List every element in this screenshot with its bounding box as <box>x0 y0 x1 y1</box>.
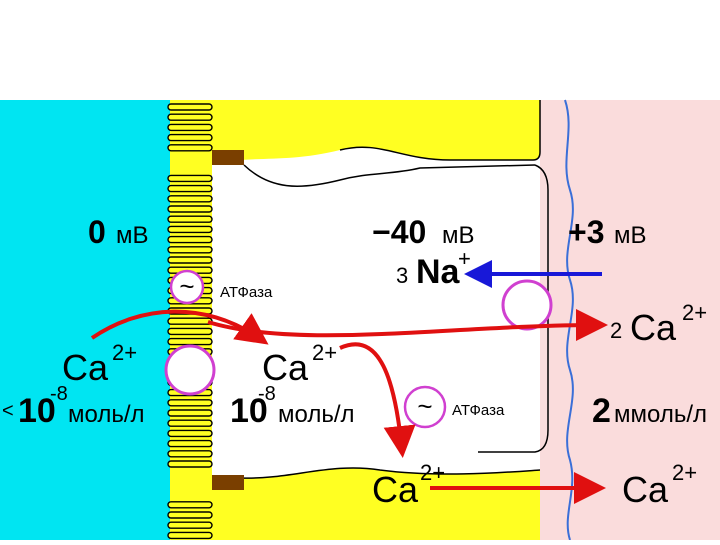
cell-potential-unit: мВ <box>442 222 475 249</box>
tight-junction-top <box>212 150 244 165</box>
microvillus <box>168 186 212 192</box>
microvillus <box>168 512 212 518</box>
apical-ca-channel <box>166 346 214 394</box>
cell-ca-charge: 2+ <box>312 340 337 365</box>
lumen-conc-prefix: < <box>2 400 14 422</box>
microvillus <box>168 247 212 253</box>
cell-conc-unit: моль/л <box>278 401 355 428</box>
microvillus <box>168 257 212 263</box>
microvillus <box>168 328 212 334</box>
lumen-region <box>0 100 170 540</box>
interstitium-ca-coefficient: 2 <box>610 318 622 343</box>
lumen-potential-value: 0 <box>88 214 106 250</box>
microvillus <box>168 451 212 457</box>
microvillus <box>168 216 212 222</box>
microvillus <box>168 430 212 436</box>
lumen-potential-unit: мВ <box>116 222 149 249</box>
cell-ca-ion: Ca <box>262 347 309 388</box>
lumen-ca-charge: 2+ <box>112 340 137 365</box>
basal-ca-charge: 2+ <box>420 460 445 485</box>
interstitium-ca-charge: 2+ <box>682 300 707 325</box>
tight-junction-bottom <box>212 475 244 490</box>
microvillus <box>168 410 212 416</box>
cell-conc-exp: -8 <box>258 383 276 405</box>
exit-ca-ion: Ca <box>622 469 669 510</box>
na-coefficient: 3 <box>396 263 408 288</box>
microvillus <box>168 237 212 243</box>
exit-ca-charge: 2+ <box>672 460 697 485</box>
cell-potential-value: −40 <box>372 214 426 250</box>
interstitium-potential-value: +3 <box>568 214 604 250</box>
microvillus <box>168 175 212 181</box>
apical-atp-tilde: ~ <box>179 271 194 301</box>
ca-to-basal-arrow <box>340 344 402 450</box>
microvillus <box>168 532 212 538</box>
basal-ca-ion: Ca <box>372 469 419 510</box>
microvillus <box>168 226 212 232</box>
microvillus <box>168 114 212 120</box>
lumen-conc-unit: моль/л <box>68 401 145 428</box>
interstitium-potential-unit: мВ <box>614 222 647 249</box>
microvillus <box>168 522 212 528</box>
interstitium-conc-unit: ммоль/л <box>614 401 707 428</box>
microvillus <box>168 400 212 406</box>
interstitium-conc-value: 2 <box>592 392 611 430</box>
microvillus <box>168 104 212 110</box>
na-charge: + <box>458 246 471 271</box>
lumen-ca-ion: Ca <box>62 347 109 388</box>
apical-atpase-label: АТФаза <box>220 284 273 301</box>
microvillus <box>168 502 212 508</box>
microvillus <box>168 196 212 202</box>
na-ion: Na <box>416 253 461 291</box>
cell-outline-middle <box>244 165 535 186</box>
microvillus <box>168 206 212 212</box>
microvillus <box>168 461 212 467</box>
interstitium-ca-ion: Ca <box>630 307 677 348</box>
microvillus <box>168 145 212 151</box>
basal-atp-tilde: ~ <box>417 391 432 421</box>
microvillus <box>168 135 212 141</box>
lumen-conc-exp: -8 <box>50 383 68 405</box>
na-ca-exchanger <box>503 281 551 329</box>
microvillus <box>168 318 212 324</box>
microvillus <box>168 339 212 345</box>
microvillus <box>168 420 212 426</box>
microvillus <box>168 124 212 130</box>
microvillus <box>168 441 212 447</box>
basal-atpase-label: АТФаза <box>452 402 505 419</box>
